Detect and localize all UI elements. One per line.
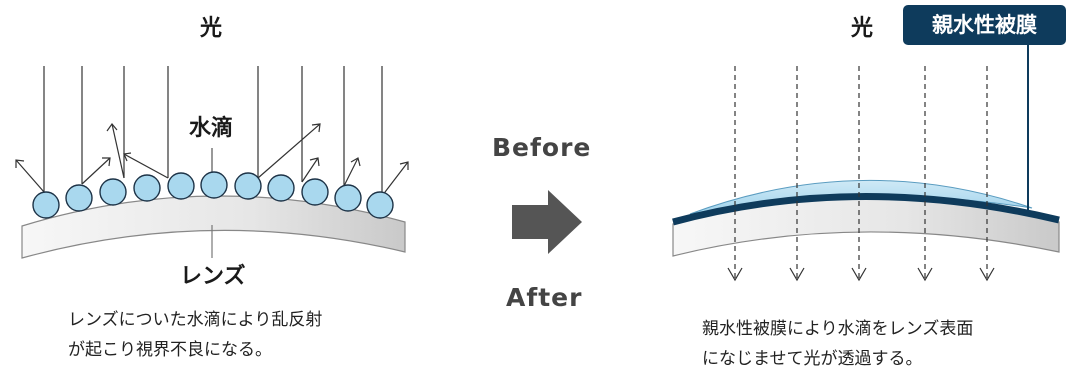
right-arrow-icon bbox=[512, 190, 582, 254]
before-label: Before bbox=[492, 133, 592, 162]
after-panel: 光 親水性被膜 親水性被膜により水滴をレンズ表面 になじませて光が透過する。 bbox=[640, 0, 1089, 372]
water-droplets bbox=[32, 171, 394, 219]
after-caption-line1: 親水性被膜により水滴をレンズ表面 bbox=[702, 319, 974, 339]
transmitted-rays bbox=[727, 66, 995, 282]
lens-label: レンズ bbox=[180, 264, 246, 289]
incident-rays bbox=[43, 66, 383, 196]
before-diagram bbox=[15, 66, 409, 259]
light-label: 光 bbox=[851, 16, 874, 41]
after-caption: 親水性被膜により水滴をレンズ表面 になじませて光が透過する。 bbox=[702, 314, 973, 374]
light-label: 光 bbox=[200, 16, 223, 41]
droplet-label: 水滴 bbox=[189, 116, 234, 141]
coating-tag: 親水性被膜 bbox=[903, 5, 1066, 45]
scattered-rays bbox=[15, 123, 409, 197]
after-label: After bbox=[506, 283, 583, 312]
before-caption-line1: レンズについた水滴により乱反射 bbox=[68, 310, 323, 330]
hydrophilic-coating bbox=[672, 193, 1060, 226]
transition-area: Before After bbox=[470, 0, 630, 372]
after-caption-line2: になじませて光が透過する。 bbox=[702, 349, 923, 369]
before-panel: 光 水滴 レンズ レンズについた水滴により乱反射 が起こり視界不良になる。 bbox=[0, 0, 440, 372]
before-caption: レンズについた水滴により乱反射 が起こり視界不良になる。 bbox=[68, 305, 322, 365]
before-caption-line2: が起こり視界不良になる。 bbox=[68, 340, 272, 360]
after-diagram bbox=[672, 45, 1060, 282]
